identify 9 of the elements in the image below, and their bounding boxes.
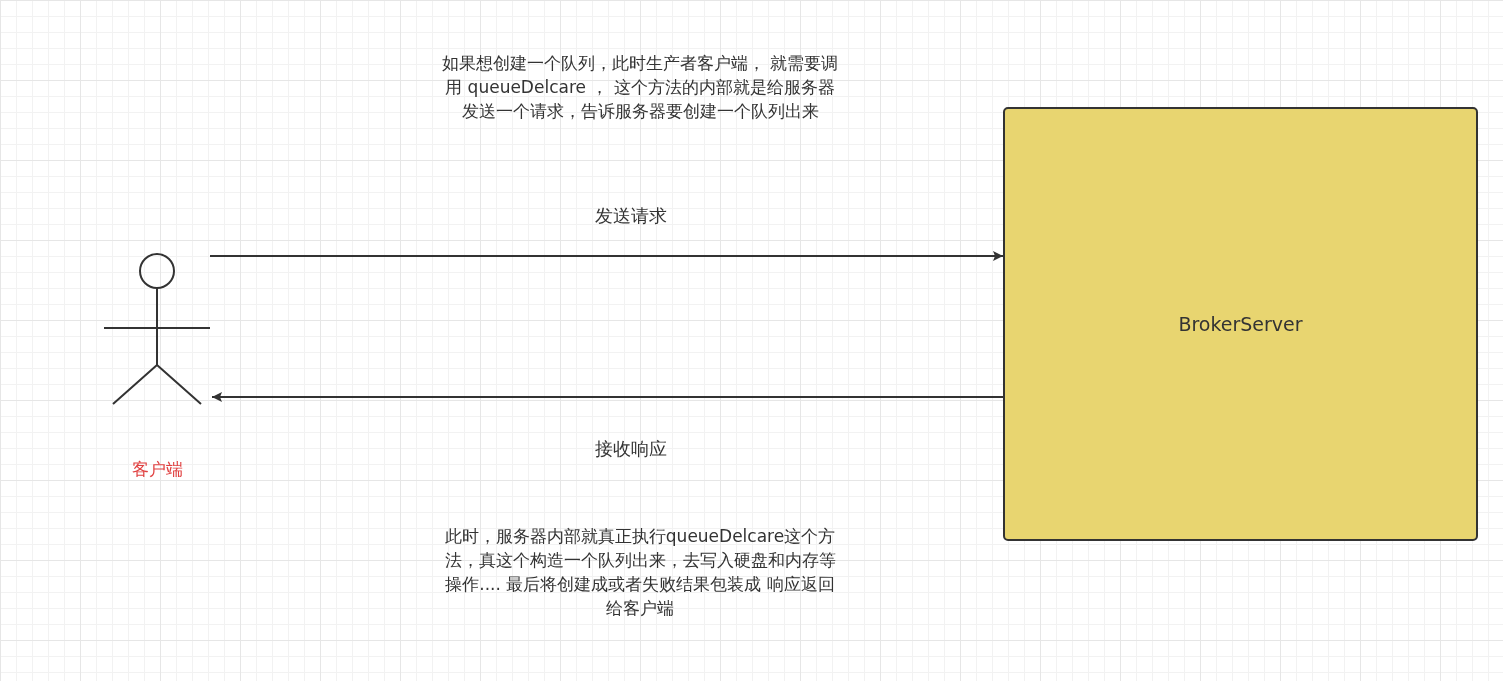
arrow xyxy=(209,251,1004,261)
edge-label: 接收响应 xyxy=(594,437,668,461)
actor-label: 客户端 xyxy=(130,458,184,481)
note-text: 如果想创建一个队列，此时生产者客户端， 就需要调用 queueDelcare ， 这个方法的内部就是给服务器发送一个请求，告诉服务器要创建一个队列出来 xyxy=(440,52,840,123)
server-box: BrokerServer xyxy=(1003,107,1478,541)
edge-label: 发送请求 xyxy=(594,204,668,228)
person-figure xyxy=(104,252,210,406)
note-text: 此时，服务器内部就真正执行queueDelcare这个方法，真这个构造一个队列出来，去写入硬盘和内存等操作.... 最后将创建成或者失败结果包装成 响应返回给客户端 xyxy=(443,525,837,620)
arrow xyxy=(211,392,1004,402)
